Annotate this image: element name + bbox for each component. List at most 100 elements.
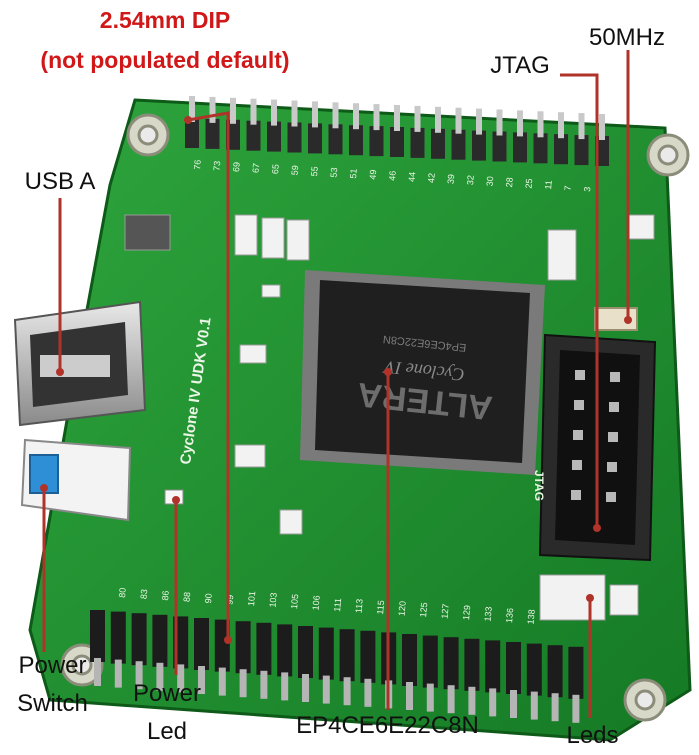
top-pin-number: 49 [368,169,379,180]
header-pin [205,118,220,149]
header-pin [110,611,126,664]
top-pin-number: 55 [309,166,320,177]
header-pin [349,125,363,156]
header-pin-metal [468,686,476,715]
header-pin [464,638,480,691]
bottom-pin-number: 113 [354,598,365,613]
bottom-pin-number: 101 [246,591,257,607]
top-pin-number: 51 [348,168,359,179]
top-pin-number: 76 [192,159,203,170]
bottom-pin-number: 103 [268,592,279,608]
header-pin [443,637,459,690]
top-pin-number: 69 [231,162,242,173]
power-switch-label-line2: Switch [17,690,88,717]
header-pin [485,640,501,693]
power-switch-label-line1: Power [18,652,87,679]
header-pin-metal [489,688,497,717]
header-pin [131,613,147,666]
header-pin-metal [291,100,298,127]
leader-dots [40,116,632,644]
header-pin-metal [551,693,559,722]
header-pin-metal [281,672,289,701]
top-pin-number: 46 [387,170,398,181]
header-pin [574,135,589,166]
header-pin [194,618,209,670]
header-pin-metal [312,101,318,128]
header-pin-metal [114,659,122,688]
header-pin-metal [537,111,544,138]
header-pin-metal [572,694,580,723]
header-pin [152,614,168,667]
header-pin [214,619,230,672]
header-pin-metal [447,685,455,714]
header-pin-metal [260,670,268,699]
bottom-pin-number: 115 [375,600,386,615]
top-pin-number: 65 [270,164,281,175]
header-pin-metal [94,658,101,686]
top-pin-number: 25 [524,178,535,189]
header-pin [277,624,293,677]
header-pin-metal [302,674,309,702]
header-pin-metal [271,99,277,126]
header-pin [360,630,376,683]
top-pin-number: 30 [485,176,496,187]
header-pin [185,118,199,148]
header-pin [554,134,568,165]
top-pin-number: 32 [465,175,476,186]
header-pin [90,610,105,662]
header-pin-metal [510,690,517,718]
header-pin-metal [343,677,351,706]
header-pin [568,646,584,699]
bottom-pin-number: 136 [504,608,515,624]
clock-50mhz-label: 50MHz [588,24,666,51]
bottom-pin-number: 129 [461,605,472,621]
leds-label: Leds [566,722,619,749]
leader-lines [42,50,630,718]
header-pin-metal [394,105,400,131]
top-pin-header [185,96,609,166]
bottom-pin-number: 88 [182,592,193,603]
header-pin-metal [530,691,538,720]
header-pin-metal [322,675,330,704]
usb-a-label: USB A [24,168,96,195]
header-pin-metal [156,662,164,691]
header-pin [287,122,302,153]
header-pin [410,127,425,158]
header-pin-metal [218,667,226,696]
power-switch [20,438,132,522]
bottom-pin-number: 120 [397,601,408,617]
bottom-pin-number: 138 [526,609,537,625]
top-pin-number: 3 [582,186,592,192]
header-pin-metal [517,110,523,137]
header-pin [547,645,563,698]
header-pin-metal [364,678,372,707]
header-pin [328,124,343,155]
top-pin-number: 42 [426,173,437,184]
header-pin [267,121,281,152]
header-pin-metal [250,98,257,125]
header-pin-metal [353,103,359,130]
header-pin-metal [558,112,564,139]
usb-a-connector [13,300,147,427]
bottom-pin-number: 125 [418,602,429,618]
fpga-chip: ALTERA EP4CE6E22C8N Cyclone IV [300,270,545,475]
header-pin [526,643,542,696]
top-pin-number: 67 [251,163,262,174]
header-pin-metal [135,661,143,690]
dip-header-label-line2: (not populated default) [40,47,290,73]
top-pin-number: 59 [290,165,301,176]
power-led-label-line1: Power [132,680,202,707]
top-pin-number: 39 [446,174,457,185]
header-pin-metal [599,114,605,140]
header-pin [298,626,313,678]
header-pin [506,642,521,694]
header-pin-metal [177,664,185,693]
header-pin [422,635,438,688]
header-pin [246,120,261,151]
header-pin [339,629,355,682]
header-pin [308,123,322,154]
top-pin-number: 53 [329,167,340,178]
header-pin [431,128,445,159]
